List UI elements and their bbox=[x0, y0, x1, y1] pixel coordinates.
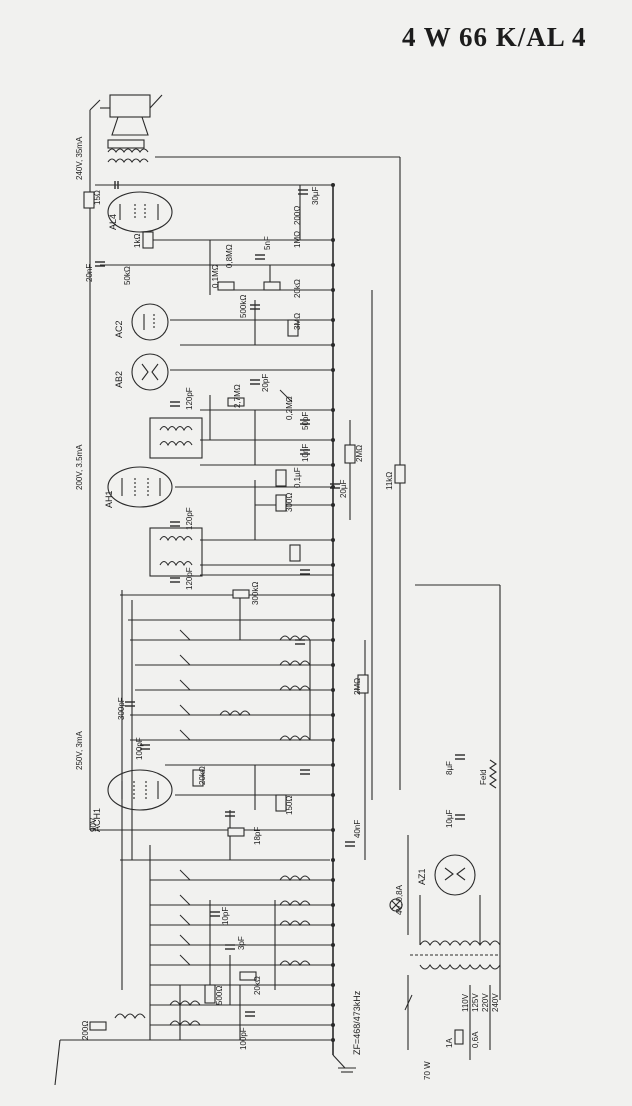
label-c10pf: 10pF bbox=[221, 907, 230, 925]
label-if-frequency: ZF=468/473kHz bbox=[352, 990, 362, 1055]
label-c120pf-c: 120pF bbox=[185, 567, 194, 590]
tube-label-al4: AL4 bbox=[108, 214, 118, 230]
tube-label-ac2: AC2 bbox=[114, 320, 124, 338]
label-r20k: 20kΩ bbox=[293, 279, 302, 298]
tube-label-ab2: AB2 bbox=[114, 371, 124, 388]
label-c5nf: 5nF bbox=[263, 236, 272, 250]
label-r1k: 1kΩ bbox=[133, 234, 142, 248]
label-r50k: 50kΩ bbox=[123, 266, 132, 285]
label-r20k-c: 20kΩ bbox=[253, 976, 262, 995]
label-r2m-a: 2MΩ bbox=[355, 445, 364, 462]
label-r150: 150Ω bbox=[285, 796, 294, 815]
label-c0-1uf: 0,1µF bbox=[293, 467, 302, 488]
tube-label-ah1: AH1 bbox=[104, 490, 114, 508]
tube-label-ach1: ACH1 bbox=[92, 808, 102, 832]
label-c10uf: 10µF bbox=[445, 809, 454, 828]
label-c20nf: 20nF bbox=[85, 264, 94, 282]
label-lamp: 4V, 0,8A bbox=[395, 884, 404, 915]
label-fuse: 1A bbox=[445, 1038, 454, 1048]
tube-ac2-symbol bbox=[131, 303, 169, 341]
label-c40nf: 40nF bbox=[353, 820, 362, 838]
label-r500: 500Ω bbox=[215, 986, 224, 1005]
speaker-symbol bbox=[109, 94, 151, 118]
label-r0-1m: 0,1MΩ bbox=[211, 264, 220, 288]
label-power: 70 W bbox=[423, 1061, 432, 1080]
if-transformer-2 bbox=[149, 527, 203, 577]
label-fuse2: 0,6A bbox=[471, 1031, 480, 1048]
tube-ab2-symbol bbox=[131, 353, 169, 391]
label-mains-110: 110V bbox=[461, 993, 470, 1012]
label-mains-240: 240V bbox=[491, 993, 500, 1012]
label-r300k: 300kΩ bbox=[251, 582, 260, 605]
label-r200-ant: 200Ω bbox=[81, 1021, 90, 1040]
label-c20uf: 20µF bbox=[339, 479, 348, 498]
label-r300: 300Ω bbox=[285, 493, 294, 512]
label-feld: Feld bbox=[479, 769, 488, 785]
label-pot1m: 1MΩ bbox=[293, 231, 302, 248]
label-r500k: 500kΩ bbox=[239, 295, 248, 318]
label-c10nf: 10nF bbox=[301, 444, 310, 462]
voltage-ach1: 250V, 3mA bbox=[75, 730, 84, 770]
label-c18pf: 18pF bbox=[253, 827, 262, 845]
voltage-ah1: 200V, 3.5mA bbox=[75, 444, 84, 490]
pilot-lamp-icon bbox=[389, 898, 403, 912]
label-c3pf: 3pF bbox=[237, 936, 246, 950]
label-c20pf: 20pF bbox=[261, 374, 270, 392]
tube-ach1-symbol bbox=[107, 769, 173, 811]
label-r2-7m: 2,7MΩ bbox=[233, 384, 242, 408]
label-c120pf-a: 120pF bbox=[185, 387, 194, 410]
voltage-al4: 240V, 35mA bbox=[75, 136, 84, 180]
field-coil bbox=[489, 759, 497, 789]
label-r0-8m: 0,8MΩ bbox=[225, 244, 234, 268]
label-r200: 200Ω bbox=[293, 206, 302, 225]
label-c30uf: 30µF bbox=[311, 186, 320, 205]
schematic-title: 4 W 66 K/AL 4 bbox=[402, 22, 587, 52]
label-r3m: 3MΩ bbox=[293, 313, 302, 330]
tube-az1-symbol bbox=[434, 854, 476, 896]
label-c8uf: 8µF bbox=[445, 761, 454, 775]
label-r15: 15Ω bbox=[93, 190, 102, 205]
tube-al4-symbol bbox=[107, 191, 173, 233]
if-transformer-1 bbox=[149, 417, 203, 459]
label-c50pf: 50pF bbox=[301, 412, 310, 430]
label-c120pf-b: 120pF bbox=[185, 507, 194, 530]
label-r11k: 11kΩ bbox=[385, 472, 394, 490]
tube-label-az1: AZ1 bbox=[417, 868, 427, 885]
label-c100pf-ant: 100pF bbox=[239, 1027, 248, 1050]
voltage-ach1-screen: 90V bbox=[89, 817, 98, 832]
label-mains-125: 125V bbox=[471, 993, 480, 1012]
label-mains-220: 220V bbox=[481, 993, 490, 1012]
label-r2m-b: 2MΩ bbox=[353, 678, 362, 695]
label-c100pf: 100pF bbox=[135, 737, 144, 760]
tube-ah1-symbol bbox=[107, 466, 173, 508]
label-r0-2m: 0,2MΩ bbox=[285, 396, 294, 420]
label-r20k-b: 20kΩ bbox=[198, 766, 207, 785]
label-c300pf: 300pF bbox=[117, 697, 126, 720]
